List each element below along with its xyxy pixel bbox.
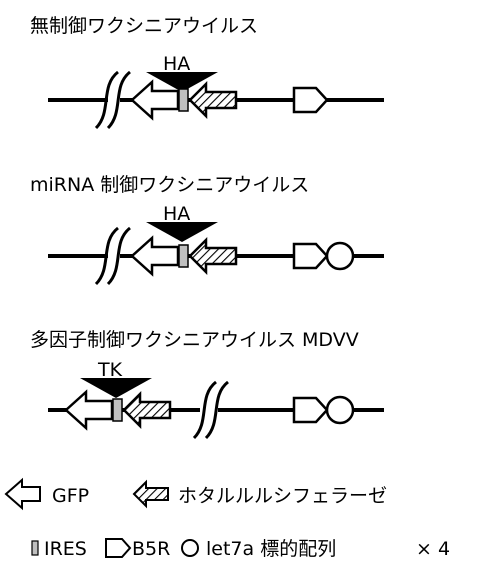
legend-ires-icon <box>31 540 39 556</box>
legend-luciferase-icon <box>132 479 169 509</box>
construct-unregulated: 無制御ワクシニアウイルス HA <box>30 15 384 130</box>
legend-luciferase-label: ホタルルルシフェラーゼ <box>178 485 387 507</box>
luciferase-arrow-3 <box>122 390 172 430</box>
construct-2-title: miRNA 制御ワクシニアウイルス <box>30 174 309 196</box>
construct-mdvv: 多因子制御ワクシニアウイルス MDVV TK <box>30 329 384 440</box>
legend-gfp-label: GFP <box>52 485 89 507</box>
construct-2-marker-label: HA <box>163 203 190 225</box>
luciferase-arrow-2 <box>188 236 238 276</box>
gfp-arrow-1 <box>130 79 180 121</box>
legend-gfp-icon <box>4 477 41 511</box>
legend-let7a-label: let7a 標的配列 <box>206 538 336 560</box>
gfp-arrow-2 <box>130 235 180 277</box>
insertion-site-marker-2 <box>146 222 218 242</box>
legend-let7a-icon <box>181 539 199 557</box>
construct-3-marker-label: TK <box>97 359 123 381</box>
construct-mirna-regulated: miRNA 制御ワクシニアウイルス HA <box>30 174 384 286</box>
b5r-pentagon-3 <box>292 396 329 424</box>
legend-b5r-label: B5R <box>132 538 170 560</box>
insertion-site-marker-1 <box>146 72 218 92</box>
let7a-target-circle-3 <box>325 395 355 425</box>
construct-1-marker-label: HA <box>163 53 190 75</box>
construct-1-title: 無制御ワクシニアウイルス <box>30 15 258 37</box>
legend-ires-label: IRES <box>44 538 87 560</box>
construct-3-title: 多因子制御ワクシニアウイルス MDVV <box>30 329 359 351</box>
legend-row-1: GFP ホタルルルシフェラーゼ <box>4 477 387 511</box>
ires-box-1 <box>178 88 189 112</box>
b5r-pentagon-1 <box>292 86 329 114</box>
b5r-pentagon-2 <box>292 242 329 270</box>
let7a-target-circle-2 <box>325 241 355 271</box>
luciferase-arrow-1 <box>188 80 238 120</box>
ires-box-2 <box>178 244 189 268</box>
legend-row-2: IRES B5R let7a 標的配列 × 4 <box>31 538 450 560</box>
genome-break-1 <box>94 70 132 130</box>
legend-b5r-icon <box>105 538 132 558</box>
insertion-site-marker-3 <box>80 378 152 398</box>
genome-break-3 <box>192 380 230 440</box>
ires-box-3 <box>112 398 123 422</box>
gfp-arrow-3 <box>64 389 114 431</box>
genome-break-2 <box>94 226 132 286</box>
legend-times-four: × 4 <box>416 538 450 560</box>
